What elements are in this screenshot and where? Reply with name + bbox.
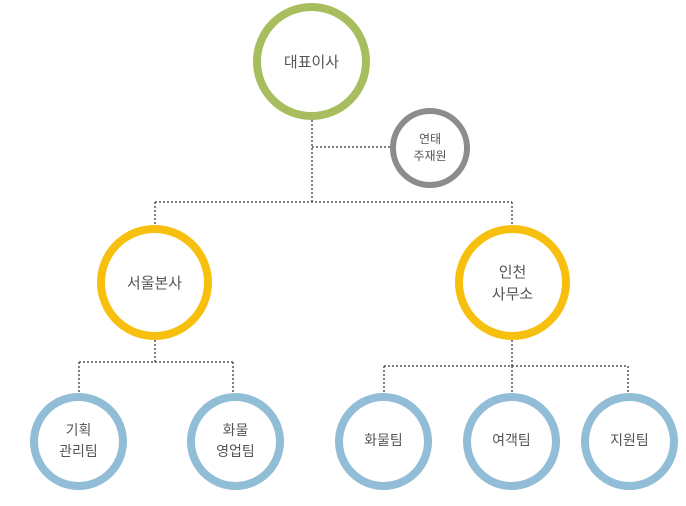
node-support-team: 지원팀 — [581, 393, 678, 490]
node-cargo-team: 화물팀 — [335, 393, 432, 490]
node-seoul-hq: 서울본사 — [97, 225, 212, 340]
node-travel-team: 여객팀 — [463, 393, 560, 490]
connector-gap-marker — [97, 370, 109, 384]
node-incheon-office: 인천 사무소 — [455, 225, 570, 340]
node-planning-team: 기획 관리팀 — [30, 393, 127, 490]
node-ceo: 대표이사 — [253, 3, 370, 120]
node-cargo-sales-team: 화물 영업팀 — [187, 393, 284, 490]
connector-gap-marker — [202, 370, 214, 384]
node-auditor: 연태 주재원 — [390, 108, 470, 188]
